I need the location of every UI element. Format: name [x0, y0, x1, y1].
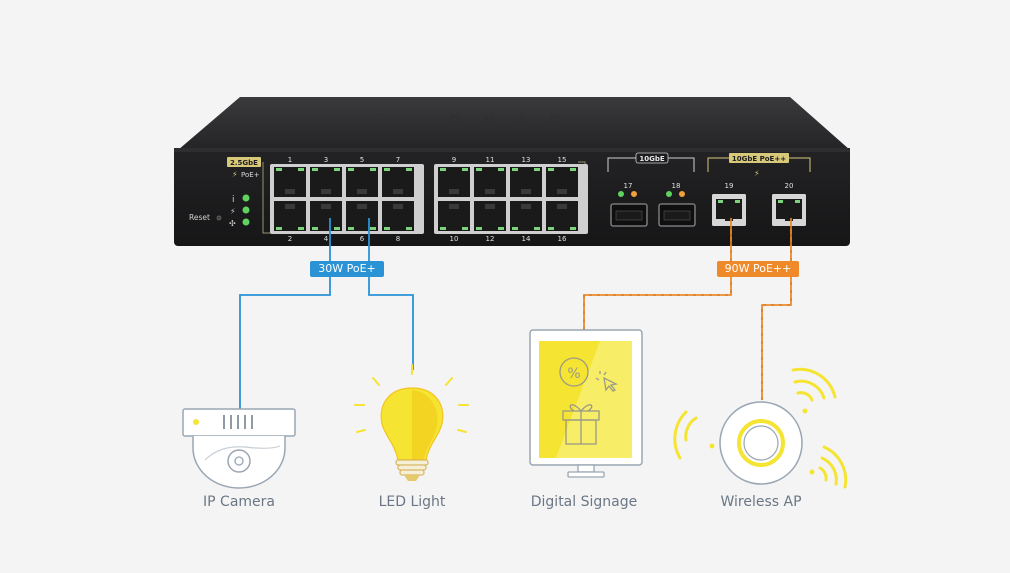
port-number-5: 5	[360, 156, 364, 164]
rj45-port-15[interactable]	[546, 167, 578, 197]
cable-led-light	[368, 218, 414, 370]
port-number-4: 4	[324, 235, 329, 243]
sfp-port-18[interactable]	[658, 203, 696, 227]
label-25gbe: 2.5GbE	[230, 159, 258, 167]
lightning-icon-poe: ⚡	[754, 169, 760, 178]
rj45-port-8[interactable]	[382, 201, 414, 231]
label-led-light: LED Light	[378, 494, 446, 510]
brand-engraving: QNAP	[449, 114, 582, 130]
port-number-12: 12	[486, 235, 495, 243]
port-number-14: 14	[522, 235, 531, 243]
led-17-orange	[631, 191, 637, 197]
rj45-port-14[interactable]	[510, 201, 542, 231]
cables	[239, 218, 792, 410]
ip-camera-icon	[182, 408, 296, 489]
port-number-13: 13	[522, 156, 531, 164]
badge-90w-poe-plus-plus: 90W PoE++	[717, 261, 799, 277]
label-digital-signage: Digital Signage	[530, 494, 638, 510]
bracket-group1	[262, 162, 272, 234]
lightning-icon-label: ⚡	[232, 170, 238, 179]
rj45-port-10[interactable]	[438, 201, 470, 231]
port-number-16: 16	[558, 235, 567, 243]
port-number-7: 7	[396, 156, 400, 164]
label-bg-10gbe	[635, 152, 669, 164]
switch-top	[178, 97, 850, 150]
digital-signage-icon: %	[529, 329, 643, 478]
rj45-port-6[interactable]	[346, 201, 378, 231]
rj45-port-5[interactable]	[346, 167, 378, 197]
port-number-2: 2	[288, 235, 292, 243]
rj45-port-19[interactable]	[712, 194, 746, 226]
cable-digital-signage-dash	[583, 218, 732, 330]
label-10gbe: 10GbE	[639, 155, 664, 163]
led-17-green	[618, 191, 624, 197]
port-number-6: 6	[360, 235, 365, 243]
port-number-11: 11	[486, 156, 495, 164]
cable-digital-signage	[583, 218, 732, 330]
rj45-port-13[interactable]	[510, 167, 542, 197]
rj45-port-20[interactable]	[772, 194, 806, 226]
label-poe-plus: PoE+	[241, 171, 260, 179]
led-light-icon	[354, 364, 469, 481]
cable-ip-camera	[239, 218, 331, 410]
rj45-port-9[interactable]	[438, 167, 470, 197]
rj45-port-16[interactable]	[546, 201, 578, 231]
rj45-port-4[interactable]	[310, 201, 342, 231]
label-10gbe-poe: 10GbE PoE++	[732, 155, 786, 163]
port-label-19: 19	[725, 182, 734, 190]
port-number-15: 15	[558, 156, 567, 164]
svg-text:%: %	[567, 366, 580, 382]
rj45-port-7[interactable]	[382, 167, 414, 197]
port-number-9: 9	[452, 156, 456, 164]
label-ip-camera: IP Camera	[203, 494, 275, 510]
rj45-port-block	[270, 164, 588, 234]
led-18-orange	[679, 191, 685, 197]
sfp-port-17[interactable]	[610, 203, 648, 227]
port-number-10: 10	[450, 235, 459, 243]
port-label-20: 20	[785, 182, 794, 190]
status-led-info	[242, 194, 250, 202]
rj45-port-2[interactable]	[274, 201, 306, 231]
rj45-port-3[interactable]	[310, 167, 342, 197]
port-label-17: 17	[624, 182, 633, 190]
label-bg-25gbe	[227, 157, 261, 167]
status-led-power	[242, 206, 250, 214]
port-number-8: 8	[396, 235, 400, 243]
switch-front-bezel	[174, 148, 850, 152]
port-label-18: 18	[672, 182, 681, 190]
label-wireless-ap: Wireless AP	[720, 494, 802, 510]
label-bg-10gbe-poe	[729, 153, 789, 163]
rj45-port-11[interactable]	[474, 167, 506, 197]
badge-30w-poe-plus: 30W PoE+	[310, 261, 384, 277]
port-number-1: 1	[288, 156, 292, 164]
wireless-ap-icon	[673, 367, 848, 489]
rj45-port-1[interactable]	[274, 167, 306, 197]
rj45-port-12[interactable]	[474, 201, 506, 231]
reset-label: Reset	[189, 213, 210, 222]
status-led-fan	[242, 218, 250, 226]
port-number-3: 3	[324, 156, 328, 164]
lightning-icon: ⚡	[230, 207, 236, 216]
fan-icon: ✣	[229, 219, 236, 228]
network-switch: QNAP 2.5GbE ⚡ PoE+ i ⚡ ✣ Reset 123456789…	[174, 97, 850, 246]
reset-button[interactable]	[216, 215, 222, 221]
info-icon: i	[232, 195, 235, 205]
led-18-green	[666, 191, 672, 197]
